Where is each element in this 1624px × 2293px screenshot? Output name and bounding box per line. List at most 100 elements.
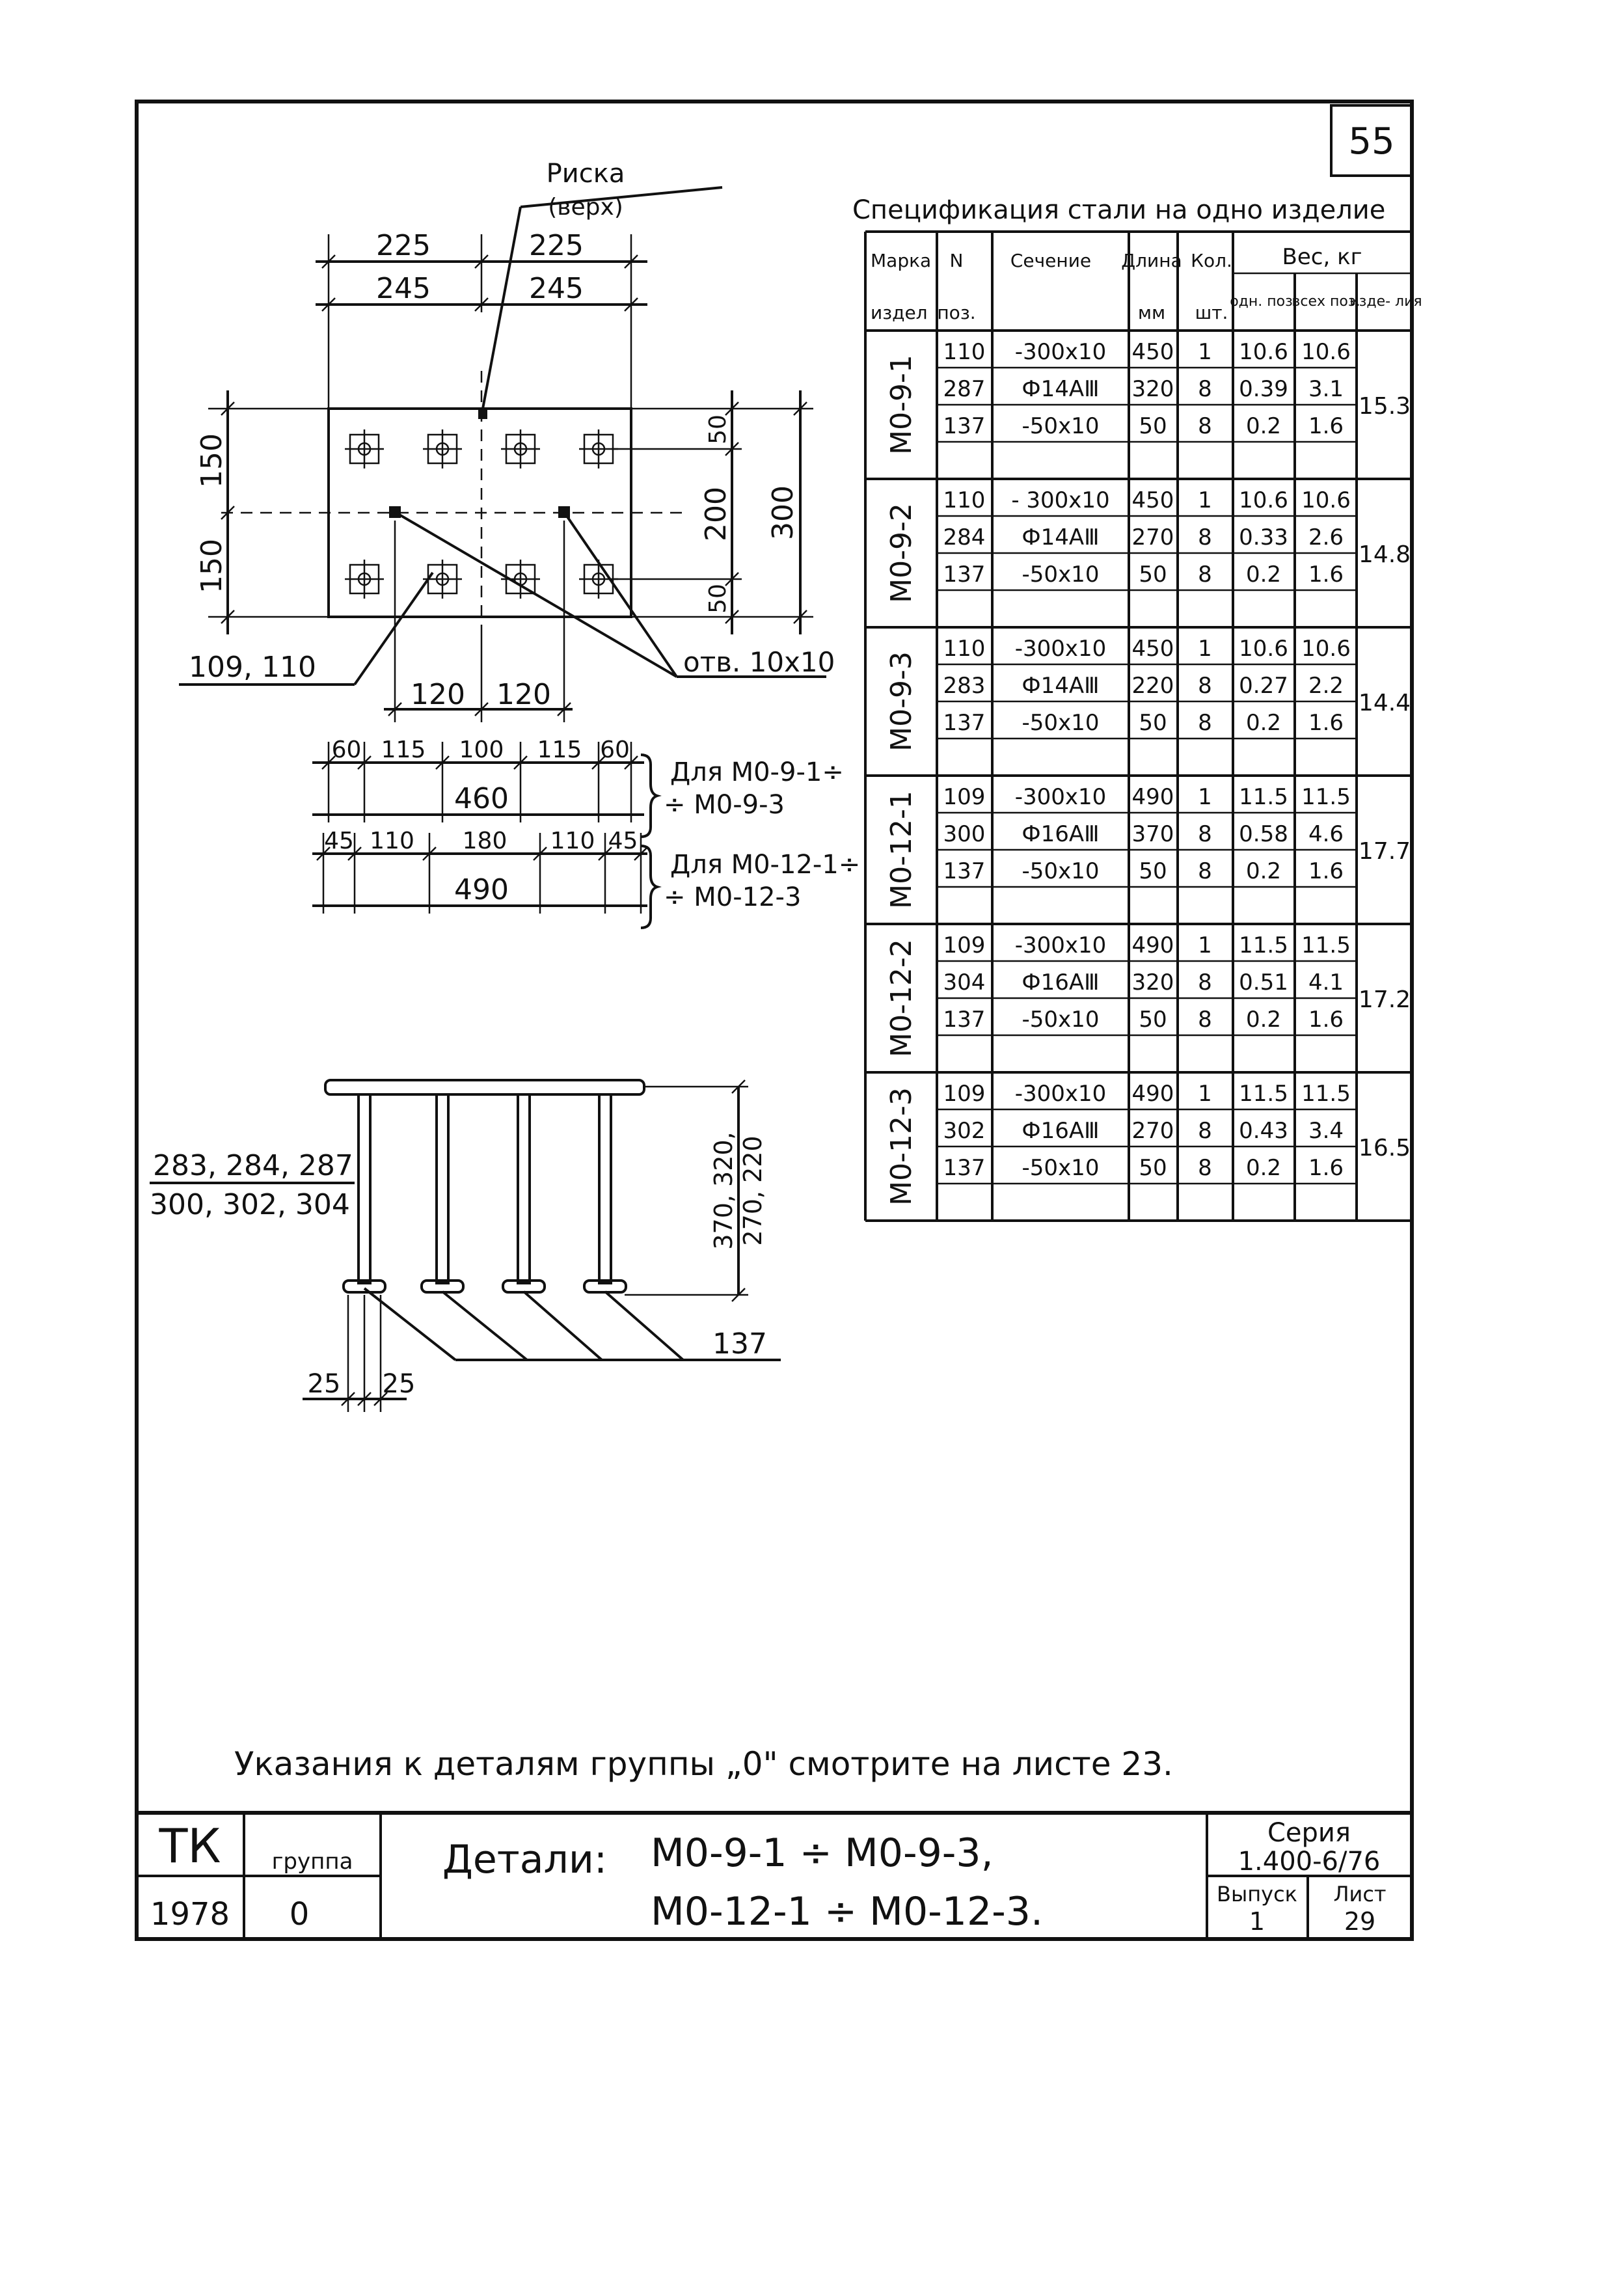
spec-weight-one: 0.51 — [1239, 970, 1288, 996]
row1-dim-2: 100 — [459, 737, 504, 763]
spec-total: 17.2 — [1359, 986, 1411, 1013]
spec-qty: 8 — [1198, 673, 1212, 699]
spec-pos: 137 — [943, 413, 986, 439]
spec-pos: 110 — [943, 487, 986, 513]
spec-qty: 8 — [1198, 1155, 1212, 1181]
hdr-length-unit: мм — [1138, 302, 1165, 323]
spec-qty: 1 — [1198, 1081, 1212, 1107]
spec-weight-one: 10.6 — [1239, 339, 1288, 365]
group-label: группа — [272, 1849, 353, 1875]
dim-left-150a: 150 — [195, 433, 228, 488]
riska-mark — [478, 410, 487, 419]
plan-view: 225 225 245 245 Риска (верх) 150 150 50 … — [179, 159, 860, 929]
hdr-pos: N — [950, 250, 964, 271]
spec-qty: 1 — [1198, 636, 1212, 662]
spec-table: Марка издел N поз. Сечение Длина мм Кол.… — [864, 230, 1422, 1222]
spec-mark: М0-12-1 — [885, 791, 918, 909]
spec-section: -300х10 — [1015, 636, 1107, 662]
anchor-bar — [583, 1093, 627, 1294]
spec-weight-one: 0.2 — [1246, 1007, 1281, 1033]
spec-weight-all: 4.6 — [1308, 821, 1344, 847]
dim-right-50b: 50 — [705, 584, 731, 614]
spec-weight-all: 10.6 — [1301, 636, 1351, 662]
hdr-weight-one: одн. поз. — [1230, 293, 1297, 310]
spec-section: Ф16АⅢ — [1022, 821, 1099, 847]
hdr-length: Длина — [1121, 250, 1182, 271]
spec-weight-one: 0.39 — [1239, 376, 1288, 402]
spec-length: 50 — [1139, 1155, 1167, 1181]
row2-dim-4: 45 — [608, 828, 638, 854]
row1-dim-3: 115 — [537, 737, 582, 763]
spec-length: 450 — [1132, 636, 1174, 662]
row2-dim-1: 110 — [370, 828, 414, 854]
dim-460: 460 — [454, 782, 509, 815]
series-value: 1.400-6/76 — [1238, 1847, 1381, 1877]
spec-qty: 8 — [1198, 1118, 1212, 1144]
note-m0-12a: Для М0-12-1÷ — [670, 850, 860, 880]
dim-right-200: 200 — [699, 487, 733, 541]
anchor-bar — [342, 1093, 386, 1294]
spec-section: - 300х10 — [1011, 487, 1109, 513]
spec-weight-all: 1.6 — [1308, 858, 1344, 884]
spec-weight-one: 0.27 — [1239, 673, 1288, 699]
org-code: ТК — [158, 1819, 221, 1873]
pad-label: 137 — [712, 1327, 767, 1361]
spec-pos: 110 — [943, 339, 986, 365]
spec-weight-one: 0.2 — [1246, 562, 1281, 588]
hdr-section: Сечение — [1010, 250, 1091, 271]
spec-weight-all: 1.6 — [1308, 413, 1344, 439]
spec-length: 270 — [1132, 1118, 1174, 1144]
row1-dim-0: 60 — [332, 737, 362, 763]
spec-weight-one: 10.6 — [1239, 487, 1288, 513]
spec-weight-all: 2.2 — [1308, 673, 1344, 699]
spec-pos: 287 — [943, 376, 986, 402]
hdr-weight-all: всех поз. — [1292, 293, 1360, 310]
anchor-bar-symbol — [501, 429, 540, 468]
spec-section: -50х10 — [1022, 1007, 1100, 1033]
spec-pos: 137 — [943, 710, 986, 736]
hdr-mark-sub: издел — [871, 302, 928, 323]
note-m0-9b: ÷ М0-9-3 — [664, 790, 785, 820]
spec-length: 490 — [1132, 1081, 1174, 1107]
dim-left-150b: 150 — [195, 539, 228, 593]
spec-section: Ф16АⅢ — [1022, 1118, 1099, 1144]
spec-weight-one: 11.5 — [1239, 932, 1288, 958]
spec-total: 14.8 — [1359, 541, 1411, 568]
dim-120a: 120 — [411, 678, 465, 711]
spec-section: -300х10 — [1015, 1081, 1107, 1107]
anchor-bar-symbol — [423, 429, 462, 468]
spec-pos: 137 — [943, 1007, 986, 1033]
spec-length: 220 — [1132, 673, 1174, 699]
spec-pos: 300 — [943, 821, 986, 847]
spec-qty: 8 — [1198, 970, 1212, 996]
spec-pos: 109 — [943, 784, 986, 810]
spec-length: 490 — [1132, 932, 1174, 958]
spec-total: 17.7 — [1359, 838, 1411, 865]
riska-label: Риска — [547, 159, 625, 189]
hdr-qty-unit: шт. — [1195, 302, 1228, 323]
spec-length: 320 — [1132, 970, 1174, 996]
spec-pos: 110 — [943, 636, 986, 662]
group-value: 0 — [290, 1896, 310, 1933]
spec-weight-all: 11.5 — [1301, 932, 1351, 958]
spec-qty: 1 — [1198, 784, 1212, 810]
spec-section: -50х10 — [1022, 562, 1100, 588]
spec-length: 320 — [1132, 376, 1174, 402]
spec-length: 50 — [1139, 858, 1167, 884]
footer-note: Указания к деталям группы „0" смотрите н… — [234, 1745, 1173, 1783]
spec-weight-all: 1.6 — [1308, 562, 1344, 588]
note-m0-9a: Для М0-9-1÷ — [670, 757, 844, 787]
series-label: Серия — [1267, 1818, 1351, 1848]
hdr-weight-item: изде- лия — [1349, 293, 1422, 310]
spec-mark: М0-12-3 — [885, 1087, 918, 1206]
row1-dim-1: 115 — [381, 737, 426, 763]
spec-pos: 283 — [943, 673, 986, 699]
spec-qty: 8 — [1198, 376, 1212, 402]
elevation-bars — [342, 1093, 627, 1294]
spec-mark: М0-12-2 — [885, 939, 918, 1057]
hdr-weight: Вес, кг — [1282, 244, 1362, 270]
dim-right-300: 300 — [766, 485, 800, 540]
spec-weight-all: 11.5 — [1301, 1081, 1351, 1107]
